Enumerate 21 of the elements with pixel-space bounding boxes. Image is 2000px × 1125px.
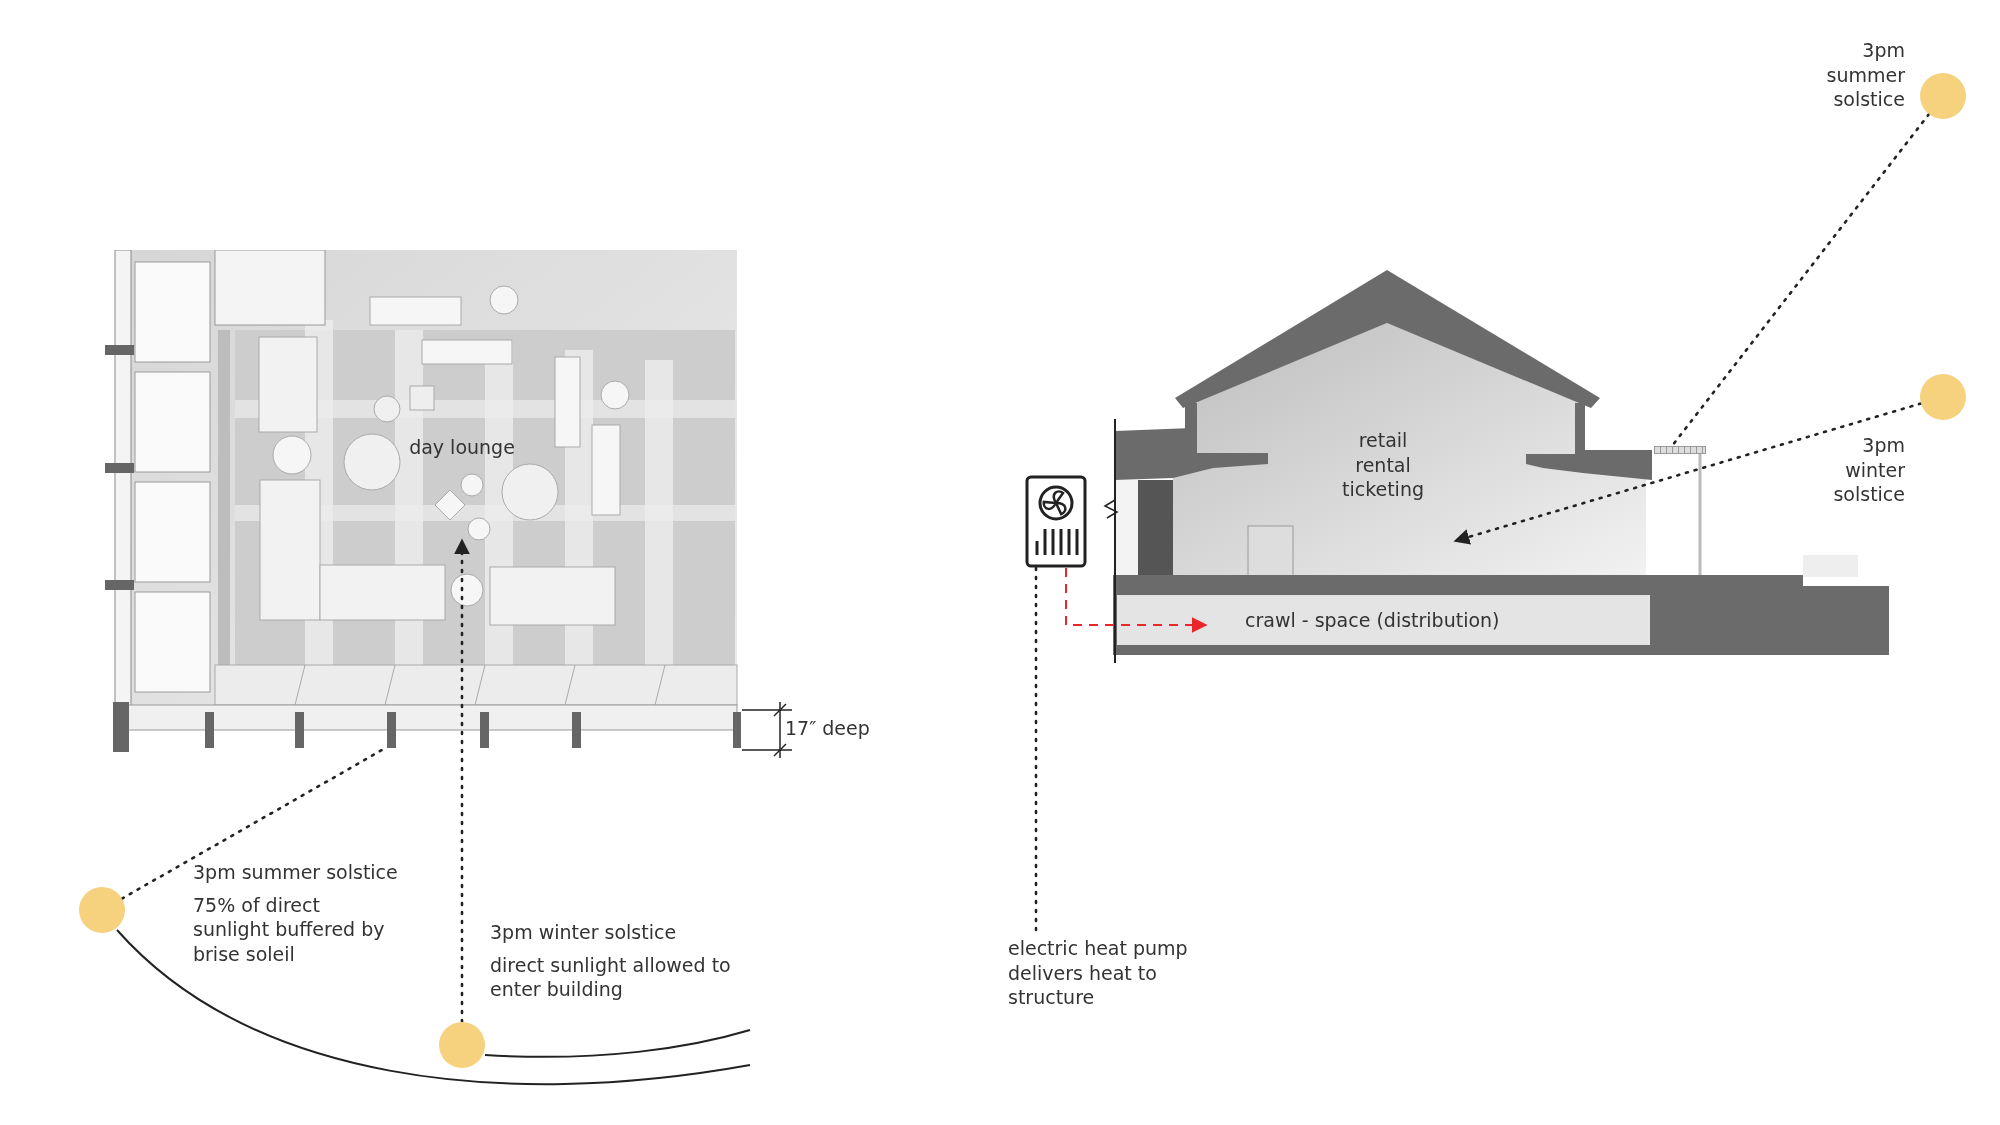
- room-label: day lounge: [409, 435, 515, 460]
- caption-heading: 3pm summer solstice: [193, 860, 399, 885]
- dashed-arrow: [1065, 567, 1208, 633]
- caption-text: direct sunlight allowed to enter building: [490, 952, 732, 1003]
- dotted-arrow: [454, 538, 470, 1024]
- caption-heading: 3pm winter solstice: [1833, 433, 1905, 508]
- note-text: electric heat pump delivers heat to structure: [1008, 936, 1208, 1011]
- sun-circle: [1920, 73, 1966, 119]
- caption-heading: 3pm summer solstice: [1826, 38, 1905, 113]
- dotted-arrow: [1453, 402, 1923, 545]
- dimension-label: 17″ deep: [785, 717, 870, 739]
- space-label: crawl - space (distribution): [1245, 609, 1500, 631]
- sunshade-louvre: [1654, 446, 1706, 454]
- sun-circle: [79, 887, 125, 933]
- sun-circle: [439, 1022, 485, 1068]
- dotted-line: [120, 748, 384, 900]
- caption-text: 75% of direct sunlight buffered by brise soleil: [193, 892, 386, 967]
- room-label: retail rental ticketing: [1342, 428, 1424, 503]
- sun-circle: [1920, 374, 1966, 420]
- crawl-space-band: [1117, 595, 1650, 645]
- caption-heading: 3pm winter solstice: [490, 920, 678, 945]
